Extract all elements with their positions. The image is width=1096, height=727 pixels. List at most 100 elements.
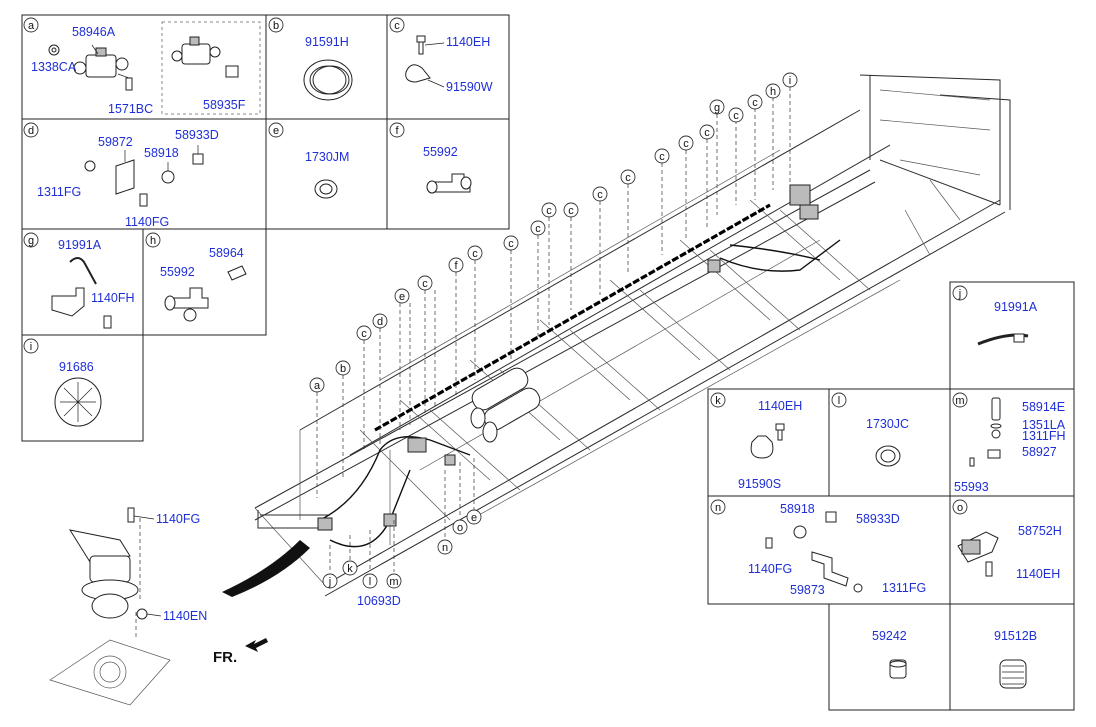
panel-o: 58752H 1140EH xyxy=(957,524,1062,581)
part-91512B: 91512B xyxy=(994,629,1037,643)
part-1140EH-o: 1140EH xyxy=(1016,567,1060,581)
callout-i: i xyxy=(789,75,791,87)
callout-f: f xyxy=(454,260,458,272)
panel-d: 59872 58933D 58918 1311FG 1140FG xyxy=(37,128,219,229)
callout-e-2: e xyxy=(471,512,477,524)
callout-e: e xyxy=(399,291,405,303)
callout-leaders xyxy=(135,87,791,640)
panel-g-letter: g xyxy=(28,235,34,247)
frame-components xyxy=(317,184,819,531)
panel-n-letter: n xyxy=(715,502,721,514)
panel-59242: 59242 xyxy=(872,629,907,679)
panel-grid-left xyxy=(21,14,510,442)
part-58933D-n: 58933D xyxy=(856,512,900,526)
panel-d-letter: d xyxy=(28,125,34,137)
panel-h-letter: h xyxy=(150,235,156,247)
part-10693D: 10693D xyxy=(357,594,401,608)
part-91686: 91686 xyxy=(59,360,94,374)
callout-m: m xyxy=(389,576,398,588)
nut-drawing xyxy=(48,44,60,56)
callout-c-8: c xyxy=(597,189,603,201)
callout-c-5: c xyxy=(535,223,541,235)
part-1140EN: 1140EN xyxy=(163,609,207,623)
panel-l-letter: l xyxy=(838,395,840,407)
part-55993: 55993 xyxy=(954,480,989,494)
callout-c-10: c xyxy=(659,151,665,163)
callout-c-11: c xyxy=(683,138,689,150)
part-91590S: 91590S xyxy=(738,477,781,491)
part-1140EH-k: 1140EH xyxy=(758,399,802,413)
part-91591H: 91591H xyxy=(305,35,349,49)
callout-o: o xyxy=(457,522,463,534)
part-58927: 58927 xyxy=(1022,445,1057,459)
brake-tube xyxy=(319,203,841,548)
part-1338CA: 1338CA xyxy=(31,60,77,74)
panel-f-letter: f xyxy=(395,125,399,137)
panel-c-letter: c xyxy=(394,20,400,32)
part-59873: 59873 xyxy=(790,583,825,597)
front-arrow-icon xyxy=(245,638,268,652)
callout-c-14: c xyxy=(752,97,758,109)
part-58935F: 58935F xyxy=(203,98,246,112)
part-59242: 59242 xyxy=(872,629,907,643)
callout-j: j xyxy=(328,576,331,588)
callout-b: b xyxy=(340,363,346,375)
callout-c-13: c xyxy=(733,110,739,122)
callout-a: a xyxy=(314,380,321,392)
callout-n: n xyxy=(442,542,448,554)
callout-c-1: c xyxy=(361,328,367,340)
part-1140FG-main: 1140FG xyxy=(156,512,200,526)
panel-a-letter: a xyxy=(28,20,35,32)
part-55992: 55992 xyxy=(423,145,458,159)
callout-c-2: c xyxy=(422,278,428,290)
panel-m-letter: m xyxy=(955,395,964,407)
callout-l: l xyxy=(369,576,371,588)
part-1571BC: 1571BC xyxy=(108,102,153,116)
panel-letters: a b c d e f g h i j k l m n o xyxy=(23,17,968,515)
part-1140FG: 1140FG xyxy=(125,215,169,229)
panel-g: 91991A 1140FH xyxy=(51,238,135,329)
air-tanks xyxy=(470,367,541,443)
part-1730JC: 1730JC xyxy=(866,417,909,431)
callout-c-7: c xyxy=(568,205,574,217)
panel-i-letter: i xyxy=(30,341,32,353)
part-91991A-j: 91991A xyxy=(994,300,1038,314)
panel-grid-right xyxy=(707,281,1075,711)
exhaust-pipe xyxy=(222,540,310,597)
panel-f: 55992 xyxy=(423,145,472,194)
callout-g: g xyxy=(714,102,720,114)
part-58918-n: 58918 xyxy=(780,502,815,516)
panel-b: 91591H xyxy=(303,35,353,101)
part-58752H: 58752H xyxy=(1018,524,1062,538)
valve-set-drawing xyxy=(171,36,239,78)
part-91991A: 91991A xyxy=(58,238,102,252)
panel-e: 1730JM xyxy=(305,150,349,199)
part-1311FG: 1311FG xyxy=(37,185,81,199)
panel-a: 58946A 1338CA 1571BC 58935F xyxy=(31,25,246,116)
callout-k: k xyxy=(347,563,353,575)
part-1140FG-n: 1140FG xyxy=(748,562,792,576)
panel-b-letter: b xyxy=(273,20,279,32)
panel-l: 1730JC xyxy=(866,417,909,467)
part-1140FH: 1140FH xyxy=(91,291,135,305)
panel-m: 58914E 1351LA 1311FH 58927 55993 xyxy=(954,397,1066,494)
panel-k: 1140EH 91590S xyxy=(738,399,802,491)
panel-o-letter: o xyxy=(957,502,963,514)
front-direction-indicator: FR. xyxy=(213,638,268,666)
callout-c-6: c xyxy=(546,205,552,217)
part-1311FG-n: 1311FG xyxy=(882,581,926,595)
chassis-callouts: a b c d e c f c c c c c c c c c c g c c … xyxy=(309,72,798,589)
callout-c-3: c xyxy=(472,248,478,260)
panel-k-letter: k xyxy=(715,395,721,407)
callout-c-9: c xyxy=(625,172,631,184)
part-1311FH: 1311FH xyxy=(1022,429,1066,443)
part-58964: 58964 xyxy=(209,246,244,260)
part-55992-h: 55992 xyxy=(160,265,195,279)
part-91590W: 91590W xyxy=(446,80,493,94)
panel-j-letter: j xyxy=(958,288,961,300)
part-58933D: 58933D xyxy=(175,128,219,142)
part-59872: 59872 xyxy=(98,135,133,149)
panel-e-letter: e xyxy=(273,125,279,137)
callout-c-4: c xyxy=(508,238,514,250)
